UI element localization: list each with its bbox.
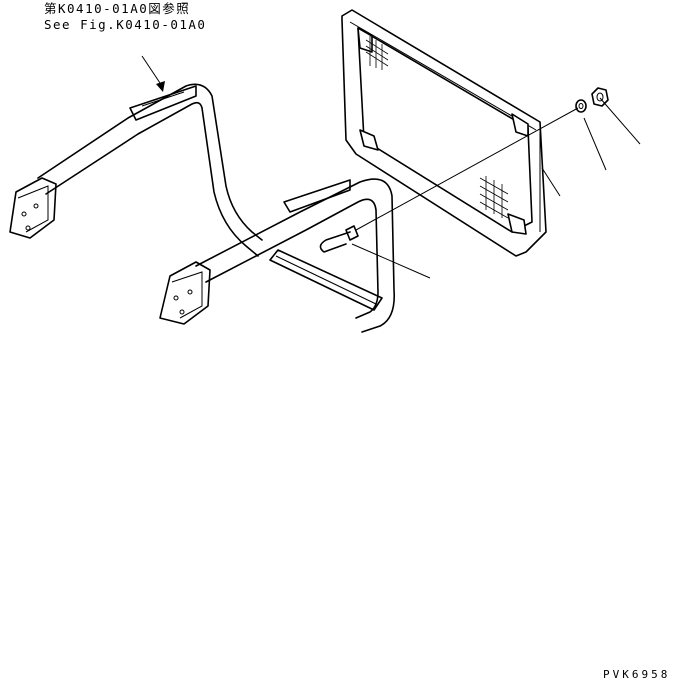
leader-nut	[599, 97, 641, 145]
nut	[591, 87, 609, 107]
leader-washer	[583, 117, 607, 171]
reference-note-english: See Fig.K0410-01A0	[44, 17, 207, 32]
right-hand-rail	[159, 178, 396, 333]
rear-guard-frame	[341, 9, 547, 257]
leader-frame	[541, 167, 561, 197]
reference-note-japanese: 第K0410-01A0図参照	[44, 1, 191, 16]
washer	[575, 99, 587, 113]
u-bolt	[319, 225, 359, 253]
left-hand-rail	[9, 83, 263, 257]
drawing-code: PVK6958	[603, 668, 671, 681]
leader-lines	[351, 97, 641, 279]
leader-u-bolt	[351, 243, 431, 279]
reference-arrow	[141, 55, 165, 92]
assembly-axis-line	[355, 107, 579, 231]
